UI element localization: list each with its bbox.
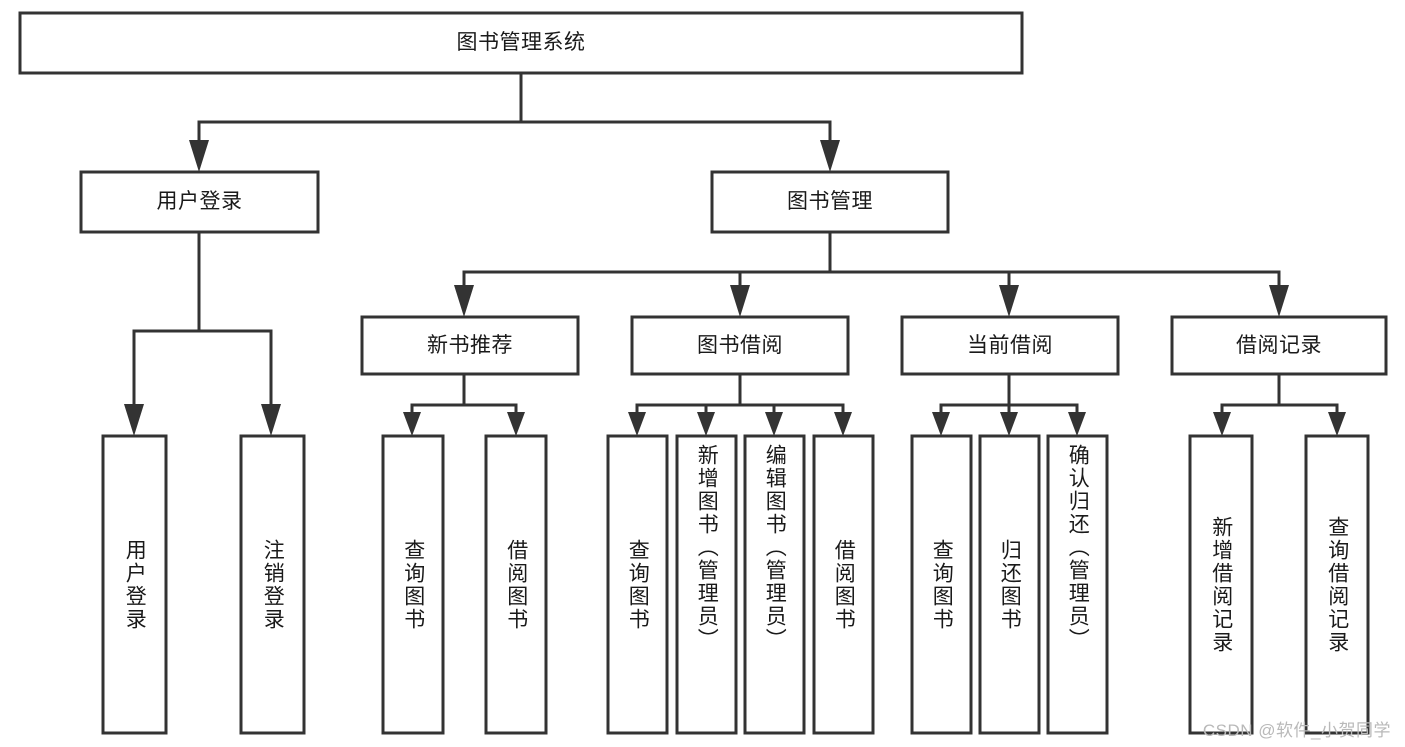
node-box-leaf-borrow-book-2[interactable] (812, 434, 875, 735)
arrow-to-leaf-add-record (1213, 412, 1231, 436)
node-box-borrow-record[interactable] (1170, 315, 1388, 376)
arrow-to-leaf-borrow-book-2 (834, 412, 852, 436)
node-box-root[interactable] (18, 11, 1024, 75)
node-box-leaf-query-book-1[interactable] (381, 434, 445, 735)
node-box-leaf-confirm-return[interactable] (1046, 434, 1109, 735)
arrow-to-leaf-add-book (697, 412, 715, 436)
arrow-to-leaf-query-book-1 (403, 412, 421, 436)
node-box-new-book-recommend[interactable] (360, 315, 580, 376)
arrow-to-user-login (189, 140, 209, 172)
node-box-book-management[interactable] (710, 170, 950, 234)
arrow-to-leaf-user-login (124, 404, 144, 436)
node-box-leaf-edit-book[interactable] (743, 434, 806, 735)
node-box-leaf-add-record[interactable] (1188, 434, 1254, 735)
connector-group (124, 71, 1346, 436)
arrow-to-leaf-borrow-book-1 (507, 412, 525, 436)
arrow-to-leaf-query-book-2 (628, 412, 646, 436)
node-box-leaf-return-book[interactable] (978, 434, 1041, 735)
node-box-user-login[interactable] (79, 170, 320, 234)
node-box-leaf-query-book-2[interactable] (606, 434, 669, 735)
node-box-leaf-logout-login[interactable] (239, 434, 306, 735)
arrow-to-leaf-query-record (1328, 412, 1346, 436)
arrow-to-borrow-record (1269, 285, 1289, 317)
node-box-leaf-query-record[interactable] (1304, 434, 1370, 735)
arrow-to-book-management (820, 140, 840, 172)
arrow-to-leaf-edit-book (765, 412, 783, 436)
arrow-to-leaf-query-book-3 (932, 412, 950, 436)
node-box-leaf-query-book-3[interactable] (910, 434, 973, 735)
node-box-current-borrow[interactable] (900, 315, 1120, 376)
node-box-leaf-add-book[interactable] (675, 434, 738, 735)
arrow-to-current-borrow (999, 285, 1019, 317)
arrow-to-leaf-return-book (1000, 412, 1018, 436)
arrow-to-leaf-logout-login (261, 404, 281, 436)
arrow-to-leaf-confirm-return (1068, 412, 1086, 436)
arrow-to-new-book-recommend (454, 285, 474, 317)
arrow-to-book-borrow (730, 285, 750, 317)
node-box-leaf-borrow-book-1[interactable] (484, 434, 548, 735)
csdn-watermark: CSDN @软件_小贺同学 (1202, 721, 1391, 740)
node-box-leaf-user-login[interactable] (101, 434, 168, 735)
node-box-book-borrow[interactable] (630, 315, 850, 376)
